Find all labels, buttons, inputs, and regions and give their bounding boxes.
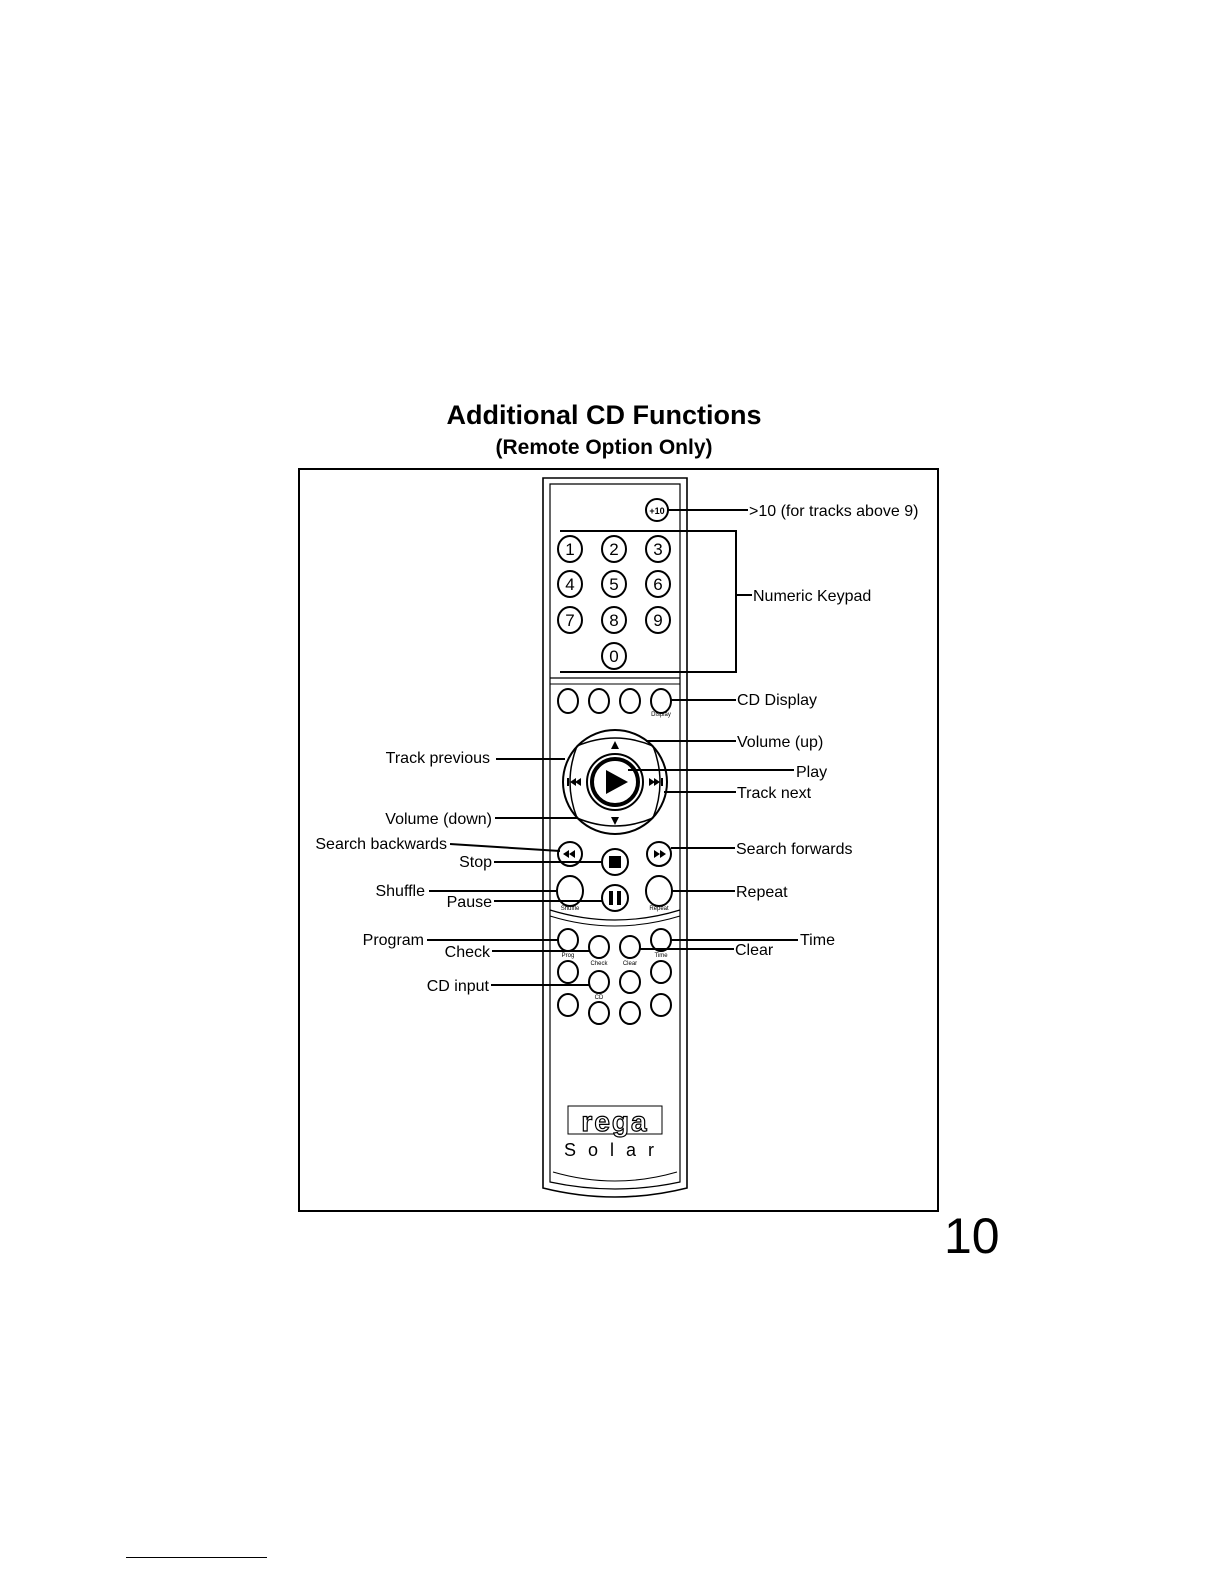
key-5: 5 xyxy=(609,575,618,594)
callout-repeat: Repeat xyxy=(736,884,788,901)
remote-body xyxy=(542,477,688,1198)
callout-pause: Pause xyxy=(447,894,492,911)
callout-volume-up: Volume (up) xyxy=(737,734,823,751)
plus10-key: +10 xyxy=(645,498,669,522)
callout-cd-input: CD input xyxy=(427,978,490,995)
clear-caption: Clear xyxy=(623,961,637,967)
callout-search-backwards: Search backwards xyxy=(315,836,447,853)
time-caption: Time xyxy=(654,953,668,959)
callout-cd-display: CD Display xyxy=(737,692,817,709)
search-forwards-icon xyxy=(654,850,666,858)
display-row-buttons xyxy=(557,688,672,714)
callout-play: Play xyxy=(796,764,827,781)
pause-icon xyxy=(609,891,621,905)
callout-program: Program xyxy=(363,932,424,949)
key-6: 6 xyxy=(653,575,662,594)
callout-search-forwards: Search forwards xyxy=(736,841,853,858)
callout-track-previous: Track previous xyxy=(386,750,490,767)
callout-stop: Stop xyxy=(459,854,492,871)
nav-cluster xyxy=(562,729,668,835)
rega-logo: rega xyxy=(567,1105,663,1138)
plus10-key-label: +10 xyxy=(649,506,664,516)
callout-time: Time xyxy=(800,932,835,949)
track-previous-icon xyxy=(567,778,581,786)
callout-volume-down: Volume (down) xyxy=(385,811,492,828)
function-buttons xyxy=(557,928,672,1025)
shuffle-caption: Shuffle xyxy=(561,906,580,912)
check-caption: Check xyxy=(590,961,608,967)
volume-down-arrow-icon xyxy=(611,817,619,825)
page-number: 10 xyxy=(944,1208,1000,1264)
nav-arrows xyxy=(567,741,663,825)
key-4: 4 xyxy=(565,575,574,594)
pause-button xyxy=(601,884,629,912)
callout-track-next: Track next xyxy=(737,785,812,802)
prog-caption: Prog xyxy=(562,953,575,959)
play-icon xyxy=(606,770,628,794)
page-subtitle: (Remote Option Only) xyxy=(495,436,713,459)
diagram-frame xyxy=(298,468,939,1212)
numeric-keypad xyxy=(557,535,671,670)
cd-caption: CD xyxy=(595,995,604,1001)
footnote-rule xyxy=(126,1557,267,1558)
search-forwards-button xyxy=(646,841,672,867)
model-name: Solar xyxy=(564,1140,666,1160)
volume-up-arrow-icon xyxy=(611,741,619,749)
key-2: 2 xyxy=(609,540,618,559)
callout-shuffle: Shuffle xyxy=(375,883,425,900)
callout-plus10: >10 (for tracks above 9) xyxy=(749,503,918,520)
search-backwards-button xyxy=(557,841,583,867)
repeat-button xyxy=(645,875,673,907)
key-1: 1 xyxy=(565,540,574,559)
search-backwards-icon xyxy=(563,850,575,858)
callout-check: Check xyxy=(445,944,491,961)
callout-clear: Clear xyxy=(735,942,774,959)
track-next-icon xyxy=(649,778,663,786)
key-0: 0 xyxy=(609,647,618,666)
callout-numeric-keypad: Numeric Keypad xyxy=(753,588,871,605)
repeat-caption: Repeat xyxy=(649,906,669,912)
brand-logo-text: rega xyxy=(581,1106,648,1137)
page-title: Additional CD Functions xyxy=(446,400,762,430)
key-7: 7 xyxy=(565,611,574,630)
key-8: 8 xyxy=(609,611,618,630)
key-3: 3 xyxy=(653,540,662,559)
display-caption: Display xyxy=(651,712,671,718)
stop-icon xyxy=(609,856,621,868)
leader-lines xyxy=(427,509,798,986)
key-9: 9 xyxy=(653,611,662,630)
